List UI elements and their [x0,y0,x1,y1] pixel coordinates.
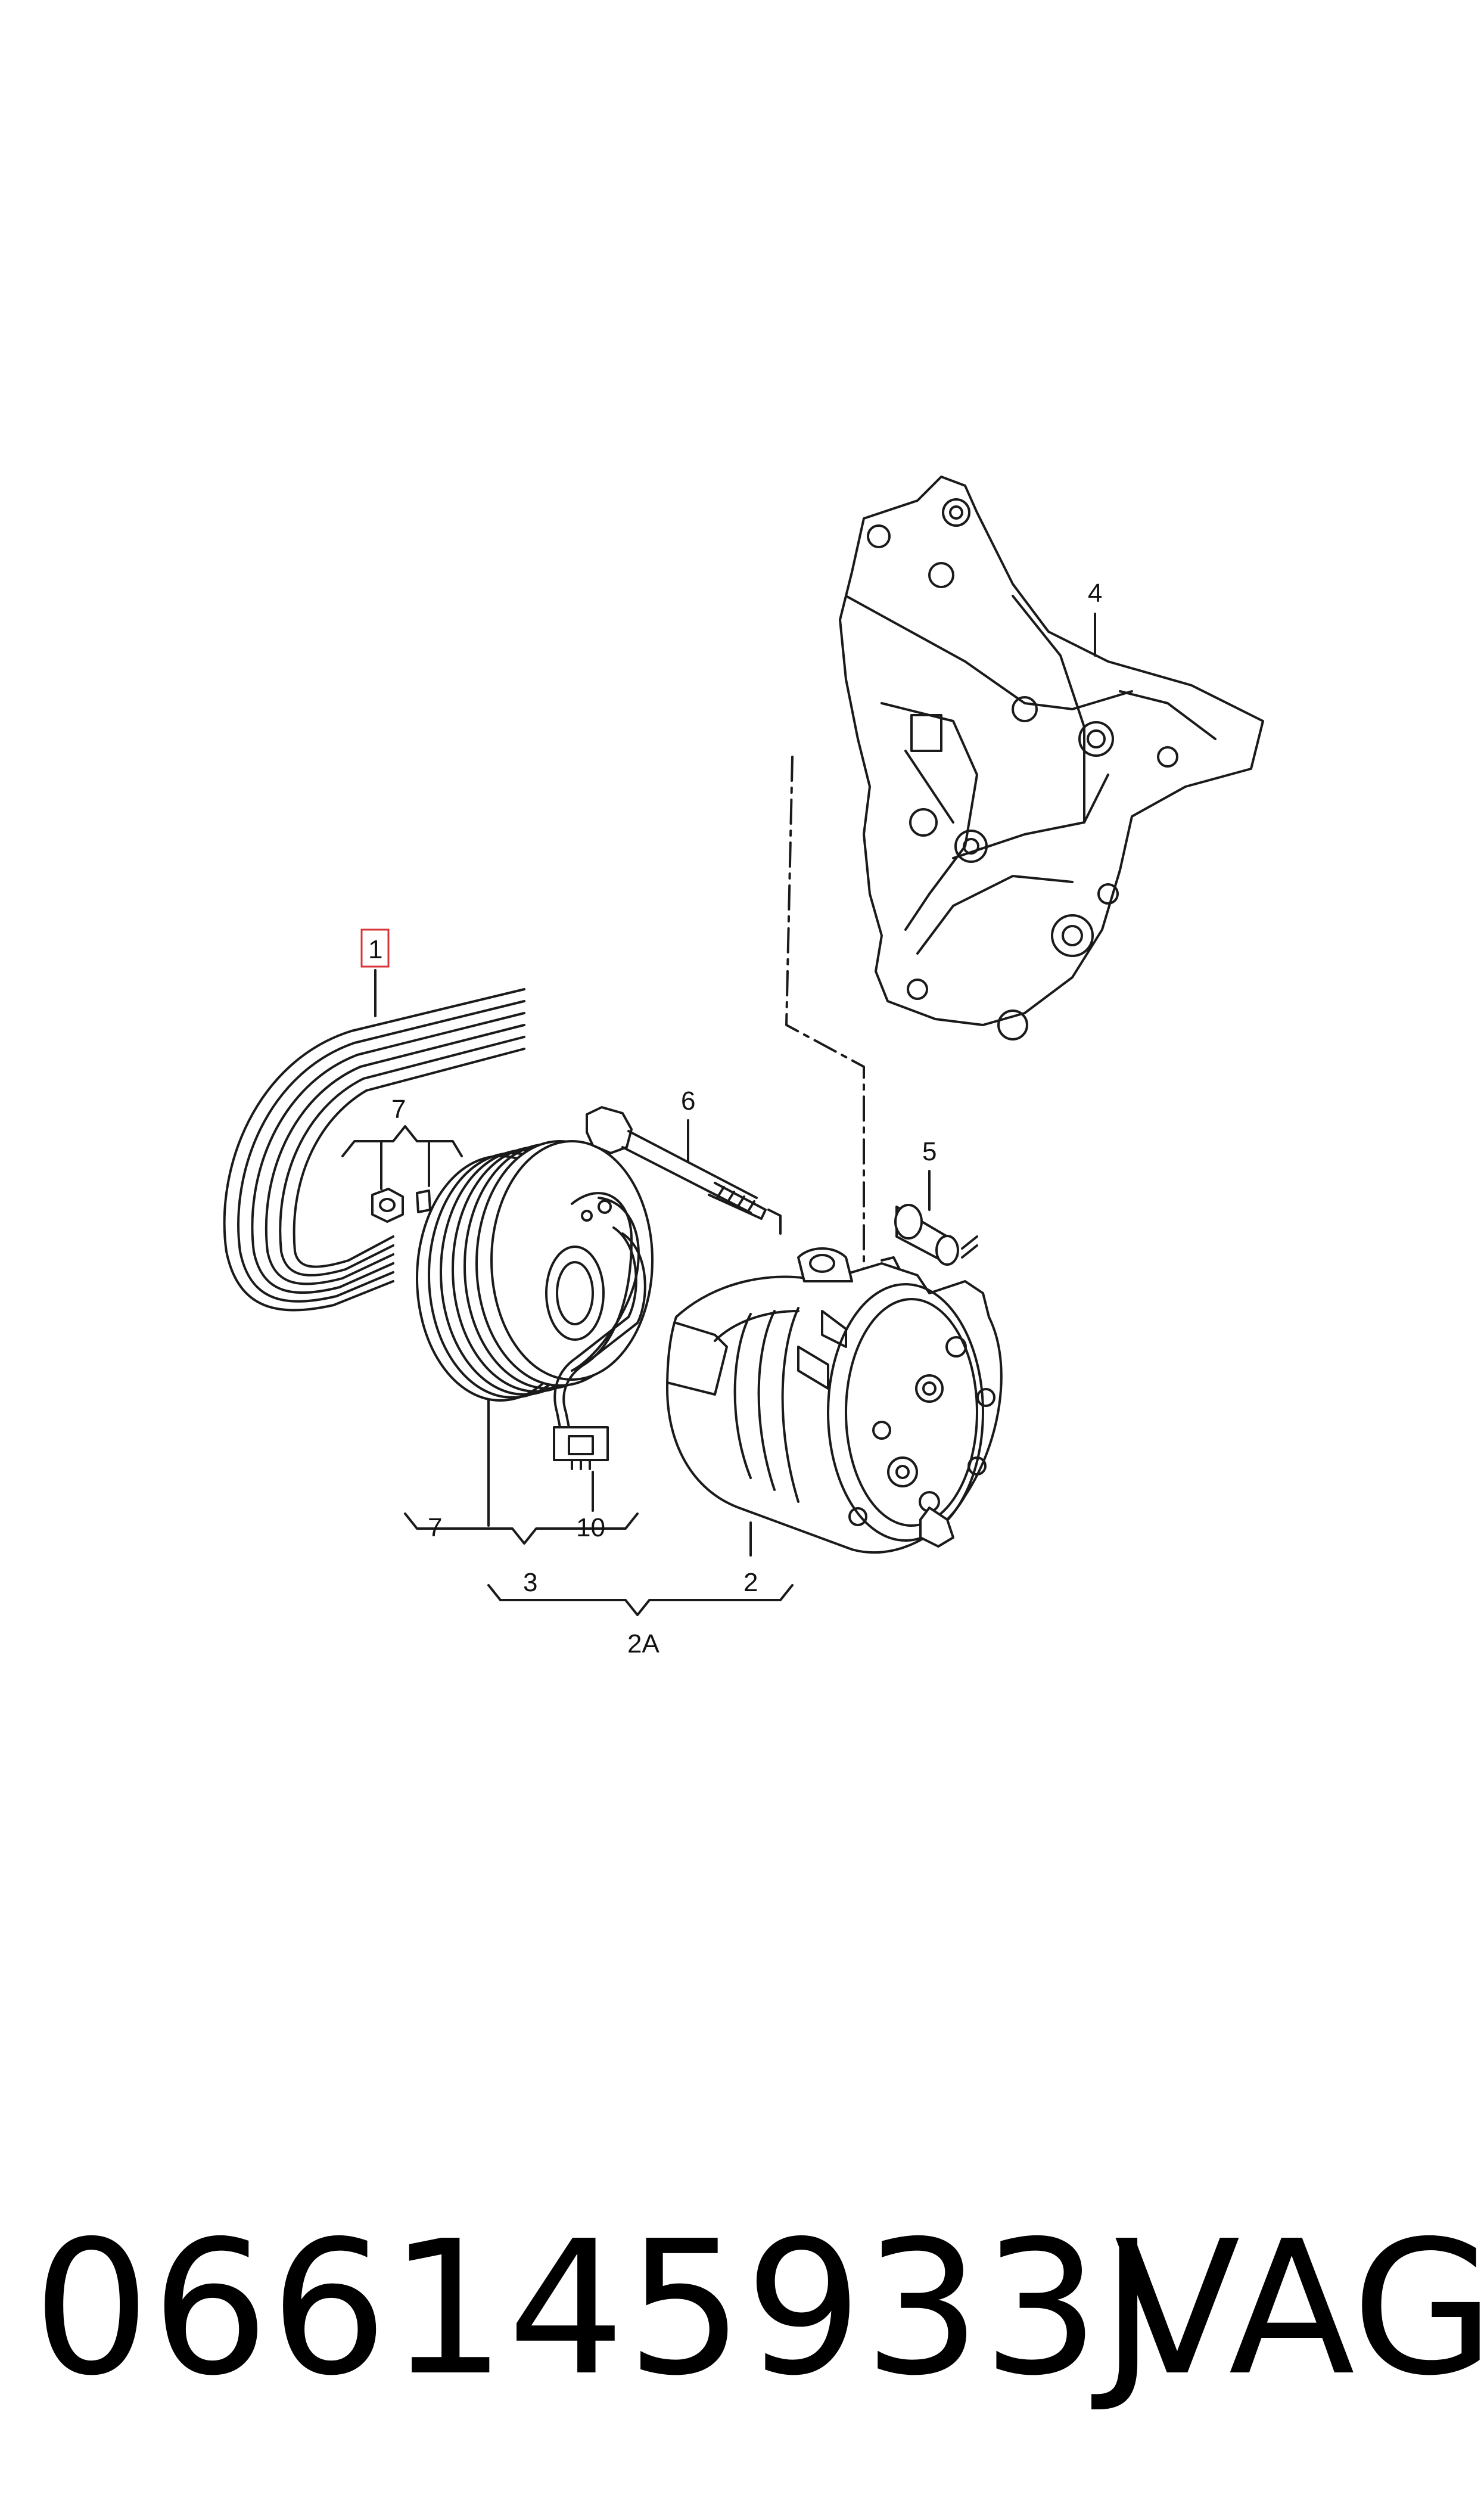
callout-2: 2 [743,1568,758,1597]
group-bracket-clutch [404,1512,639,1545]
through-bolt [586,1106,782,1235]
group-bracket-compressor-assembly [487,1584,794,1616]
mounting-bracket [839,476,1264,1040]
highlight-box-1 [360,928,390,968]
nut-top [371,1188,431,1223]
connector-plug [553,1226,646,1470]
bushing [894,1204,978,1266]
ac-compressor [666,1247,1003,1554]
leader-bracket-7-top [341,1125,463,1190]
brand-name: VAG [1114,2201,1484,2416]
callout-7-bottom: 7 [428,1513,442,1542]
ribbed-belt [223,988,525,1312]
callout-5: 5 [922,1137,937,1166]
callout-10: 10 [576,1513,605,1542]
callout-2a: 2A [627,1629,659,1658]
callout-3: 3 [523,1568,537,1597]
part-number: 066145933J [33,2201,1157,2416]
callout-4: 4 [1088,579,1102,608]
callout-7-top: 7 [391,1095,406,1124]
clutch-pulley [416,1140,654,1402]
mounting-guide-line [785,756,865,1282]
callout-6: 6 [681,1086,695,1116]
callout-1: 1 [368,935,382,964]
